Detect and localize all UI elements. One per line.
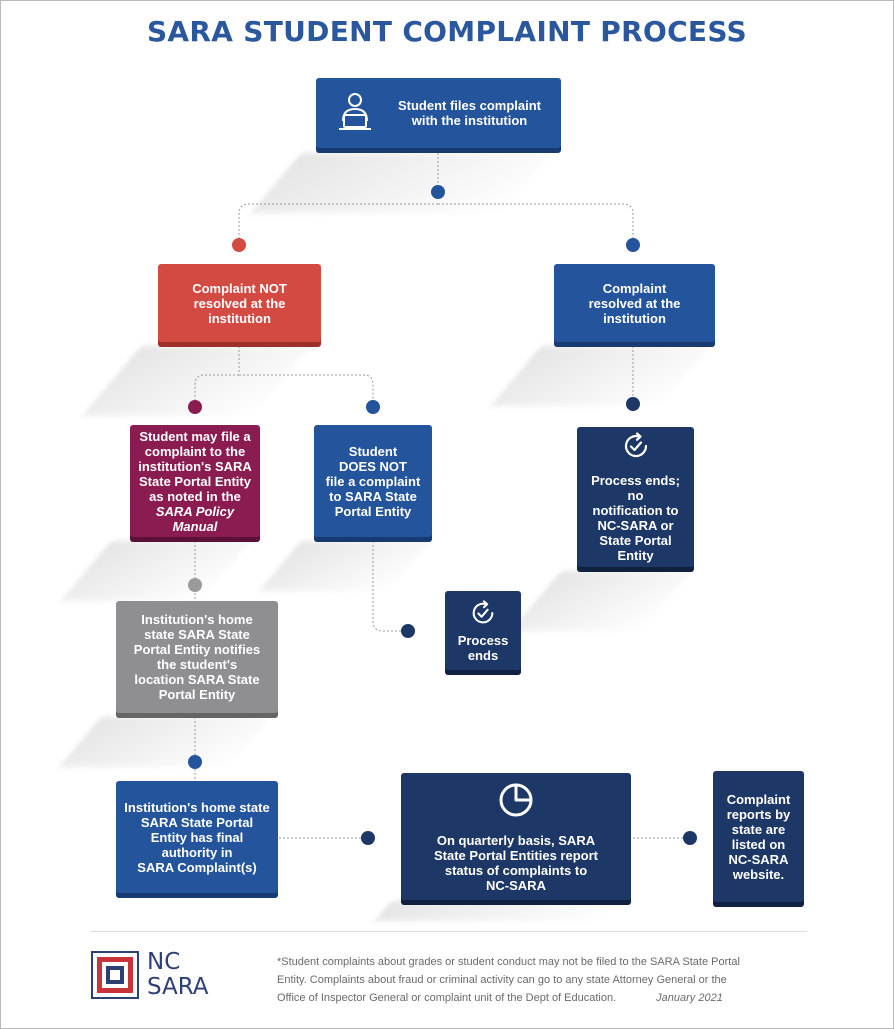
logo-text-line: NC — [147, 949, 181, 975]
node-label: Complaint resolved at the institution — [588, 280, 681, 326]
connector-lines — [188, 153, 697, 845]
node-label-line: SARA Complaint(s) — [137, 859, 257, 875]
policy-manual-line: SARA Policy — [155, 503, 235, 519]
refresh-check-icon — [621, 431, 651, 461]
connector-dot — [683, 831, 697, 845]
node-label-line: ends — [467, 647, 499, 663]
node-process-ends: Process ends — [445, 591, 521, 670]
connector — [194, 374, 239, 401]
node-label-line: to SARA State — [329, 488, 417, 504]
node-label-line: notification to — [592, 503, 679, 518]
footnote-date: January 2021 — [656, 992, 723, 1004]
node-files-complaint: Student files complaint with the institu… — [316, 78, 561, 148]
node-label-line: complaint to the — [144, 443, 246, 459]
footnote-line: Office of Inspector General or complaint… — [277, 989, 787, 1007]
node-label-line: Portal Entity — [334, 503, 412, 519]
connector — [238, 203, 438, 239]
logo-text: NC SARA — [147, 950, 209, 1000]
connector — [438, 203, 634, 239]
node-label-line: Process — [457, 632, 509, 648]
node-label-line: DOES NOT — [339, 458, 407, 474]
policy-manual-line: Manual — [172, 518, 218, 534]
node-label-line: State Portal Entity — [139, 473, 251, 489]
node-label-line: Institution's home — [141, 612, 253, 627]
node-not-resolved: Complaint NOT resolved at the institutio… — [158, 264, 321, 342]
node-label-line: the student's — [156, 657, 238, 672]
node-label-line: reports by — [726, 806, 791, 822]
footnote-line-text: Office of Inspector General or complaint… — [277, 992, 617, 1004]
connector-dot — [401, 624, 415, 638]
node-label-line: Institution's home state — [124, 799, 270, 815]
node-label-line: NC-SARA — [728, 851, 789, 867]
person-laptop-icon — [333, 91, 377, 135]
node-process-ends-no-notification: Process ends; no notification to NC-SARA… — [577, 427, 694, 567]
node-label-line: NC-SARA or — [597, 518, 674, 533]
connector-dot — [232, 238, 246, 252]
node-label-line: location SARA State — [134, 672, 260, 687]
node-label-line: State Portal — [599, 533, 672, 548]
node-label-line: SARA State Portal — [140, 814, 254, 830]
connector — [239, 374, 374, 401]
connector-dot — [188, 400, 202, 414]
node-label-line: state SARA State — [144, 627, 250, 642]
page-title: SARA STUDENT COMPLAINT PROCESS — [146, 15, 748, 48]
node-resolved: Complaint resolved at the institution — [554, 264, 715, 342]
connector-dot — [626, 238, 640, 252]
node-label-line: Process ends; no — [591, 473, 680, 503]
nc-sara-logo-icon — [91, 951, 139, 999]
node-label-line: website. — [732, 866, 785, 882]
node-quarterly-report: On quarterly basis, SARA State Portal En… — [401, 773, 631, 900]
node-label-line: State Portal Entities report — [434, 847, 598, 863]
node-label-line: as noted in the — [149, 488, 241, 504]
node-label-line: Complaint — [726, 791, 791, 807]
node-label: Student files complaint with the institu… — [397, 98, 541, 128]
node-label-line: file a complaint — [325, 473, 421, 489]
node-label-line: NC-SARA — [486, 877, 546, 893]
node-does-not-file: Student DOES NOT file a complaint to SAR… — [314, 425, 432, 537]
footnote: *Student complaints about grades or stud… — [277, 953, 787, 1007]
node-label-line: Entity — [617, 548, 654, 563]
node-label-line: Entity has final — [150, 829, 244, 845]
connector-dot — [626, 397, 640, 411]
connector-dot — [366, 400, 380, 414]
footnote-line: Entity. Complaints about fraud or crimin… — [277, 974, 727, 986]
node-reports-listed: Complaint reports by state are listed on… — [713, 771, 804, 902]
pie-chart-icon — [497, 781, 535, 819]
connector-dot — [188, 755, 202, 769]
node-label-line: status of complaints to — [444, 862, 588, 878]
node-home-state-notifies: Institution's home state SARA State Port… — [116, 601, 278, 713]
node-label-line: institution's SARA — [138, 458, 252, 474]
connector-dot — [361, 831, 375, 845]
node-label-line: authority in — [161, 844, 233, 860]
connector — [372, 541, 403, 632]
node-label-line: Portal Entity notifies — [133, 642, 261, 657]
connector-dot — [188, 578, 202, 592]
connector-dot — [431, 185, 445, 199]
footer-divider — [91, 931, 807, 932]
node-label-line: Student — [348, 443, 398, 459]
node-label-line: Portal Entity — [158, 687, 236, 702]
logo-text-line: SARA — [147, 974, 209, 1000]
node-may-file: Student may file a complaint to the inst… — [130, 425, 260, 537]
node-label-line: state are — [731, 821, 786, 837]
node-label-line: Student may file a — [139, 428, 251, 444]
node-label: Complaint NOT resolved at the institutio… — [192, 280, 287, 326]
node-final-authority: Institution's home state SARA State Port… — [116, 781, 278, 893]
refresh-check-icon — [469, 599, 497, 627]
node-label-line: On quarterly basis, SARA — [436, 832, 596, 848]
footnote-line: *Student complaints about grades or stud… — [277, 956, 740, 968]
node-label-line: listed on — [731, 836, 786, 852]
